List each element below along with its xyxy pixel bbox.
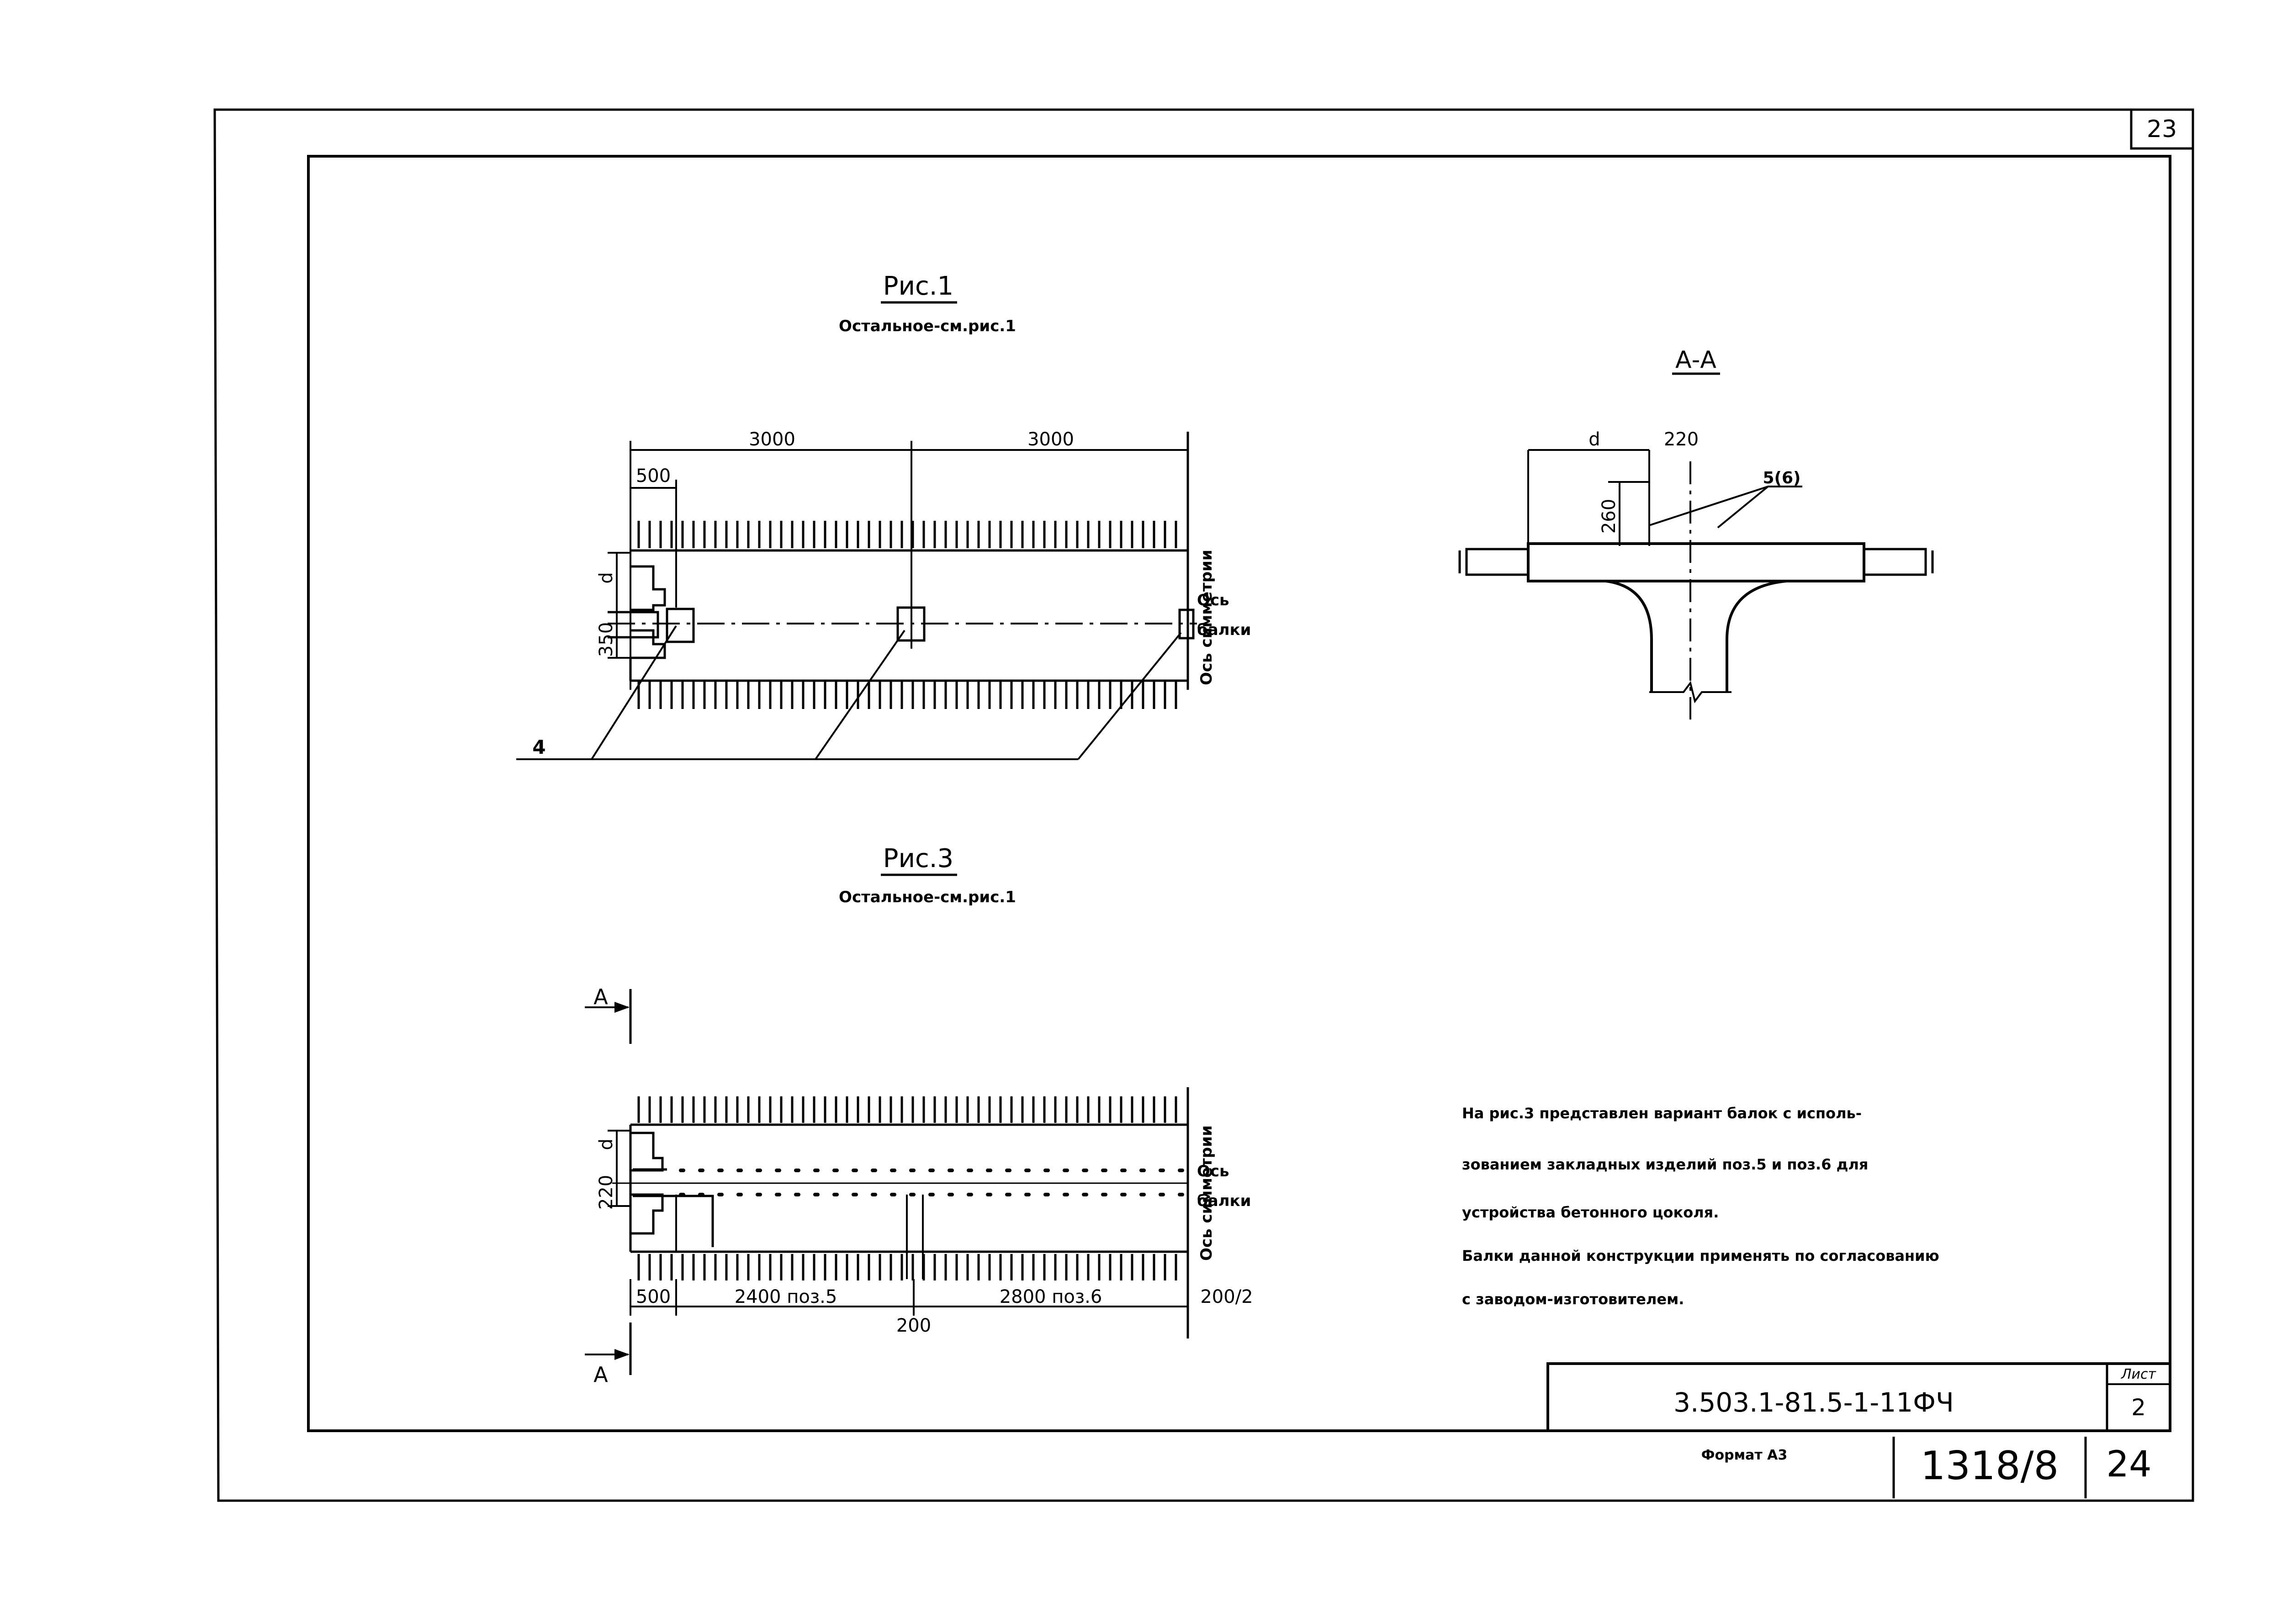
fig3-cut-mark-top [585, 989, 632, 1044]
fig3-dim-2400: 2400 поз.5 [735, 1286, 837, 1307]
bottom-page-number: 24 [2106, 1444, 2151, 1485]
fig1-callout-4: 4 [532, 736, 545, 758]
fig1-dim-3000-a: 3000 [749, 429, 795, 450]
fig1-axis-beam-1: Ось [1197, 591, 1229, 609]
fig3-subtitle: Остальное-см.рис.1 [839, 888, 1016, 906]
top-page-number: 23 [2147, 116, 2177, 143]
section-aa-dim-d: d [1588, 429, 1600, 450]
fig3-cut-label-top: А [593, 984, 608, 1009]
fig3-axis-beam-2: балки [1197, 1192, 1251, 1210]
fig3-dim-220: 220 [596, 1175, 617, 1210]
fig1-axis-beam-2: балки [1197, 621, 1251, 639]
fig3-dim-2800: 2800 поз.6 [1000, 1286, 1102, 1307]
fig1-axis-symmetry: Ось симметрии [1197, 550, 1216, 685]
section-aa-dim-220: 220 [1664, 429, 1699, 450]
title-block [1546, 1362, 2171, 1498]
section-aa-dim-260: 260 [1599, 499, 1620, 534]
fig1-drawing [516, 432, 1197, 760]
fig3-cut-mark-bottom [585, 1322, 632, 1375]
fig3-dim-d: d [596, 1138, 617, 1150]
fig3-axis-beam-1: Ось [1197, 1162, 1229, 1180]
note-line-4: Балки данной конструкции применять по со… [1462, 1247, 1939, 1264]
fig3-axis-symmetry: Ось симметрии [1197, 1125, 1216, 1261]
fig3-dim-500: 500 [636, 1286, 671, 1307]
fig3-dim-200: 200 [896, 1315, 931, 1336]
notes-block: На рис.3 представлен вариант балок с исп… [1462, 1105, 1939, 1308]
sheet-frame [213, 108, 2194, 1502]
note-line-3: устройства бетонного цоколя. [1462, 1204, 1719, 1221]
sheet-number: 2 [2131, 1394, 2146, 1421]
sheet-label: Лист [2121, 1366, 2157, 1382]
fig1-dim-500: 500 [636, 466, 671, 487]
fig1-title: Рис.1 [883, 271, 953, 301]
fig1-dim-3000-b: 3000 [1027, 429, 1074, 450]
fig3-dim-200-2: 200/2 [1200, 1286, 1253, 1307]
note-line-1: На рис.3 представлен вариант балок с исп… [1462, 1105, 1862, 1122]
section-aa-callout: 5(6) [1763, 469, 1800, 487]
note-line-5: с заводом-изготовителем. [1462, 1291, 1684, 1308]
fig1-dim-350: 350 [596, 622, 617, 657]
archive-number: 1318/8 [1921, 1443, 2059, 1489]
fig1-dim-d: d [596, 572, 617, 583]
fig3-drawing [608, 1087, 1190, 1338]
section-aa-drawing [1458, 449, 1934, 719]
fig1-subtitle: Остальное-см.рис.1 [839, 317, 1016, 335]
section-aa-title: А-А [1675, 346, 1716, 374]
note-line-2: зованием закладных изделий поз.5 и поз.6… [1462, 1156, 1868, 1173]
fig3-title: Рис.3 [883, 844, 953, 873]
drawing-designation: 3.503.1-81.5-1-11ФЧ [1673, 1387, 1954, 1418]
fig3-cut-label-bottom: А [593, 1362, 608, 1387]
format-label: Формат А3 [1701, 1447, 1788, 1463]
